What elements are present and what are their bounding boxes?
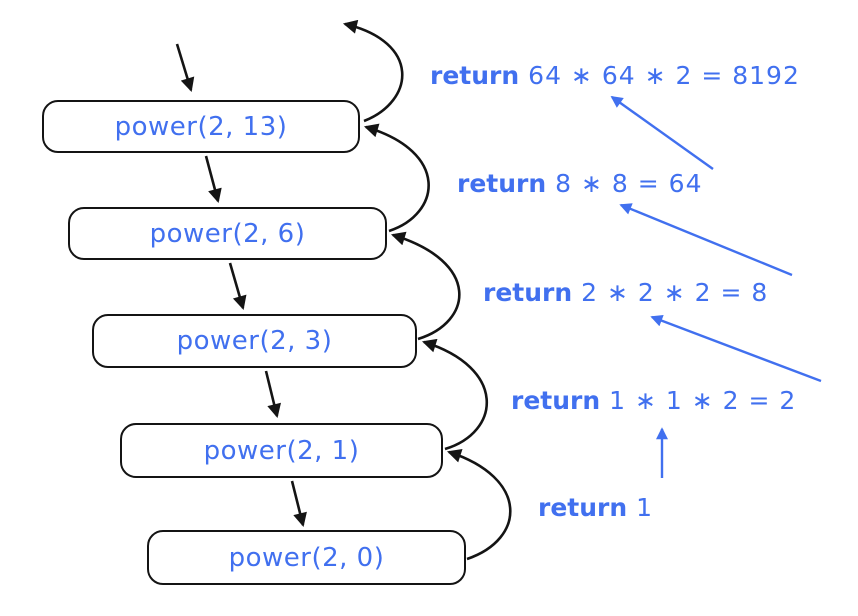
return-curve-6-to-13 (363, 123, 430, 233)
entry-arrow (175, 43, 195, 93)
return-label-8192: return 64 ∗ 64 ∗ 2 = 8192 (430, 61, 800, 91)
call-arrow-13-to-6 (204, 155, 222, 204)
call-arrow-6-to-3 (228, 262, 247, 311)
return-curve-0-to-1 (446, 449, 512, 561)
call-box-label: power(2, 0) (228, 542, 385, 573)
call-box-power-2-6: power(2, 6) (68, 207, 387, 260)
return-label-2: return 1 ∗ 1 ∗ 2 = 2 (511, 386, 796, 416)
return-keyword: return (511, 386, 601, 415)
call-box-power-2-13: power(2, 13) (42, 100, 360, 153)
return-label-64: return 8 ∗ 8 = 64 (457, 169, 702, 199)
return-curve-3-to-6 (390, 231, 461, 341)
value-arrow-2-to-8 (650, 315, 822, 383)
return-expression: 2 ∗ 2 ∗ 2 = 8 (581, 278, 769, 307)
return-expression: 1 (636, 493, 654, 522)
return-expression: 1 ∗ 1 ∗ 2 = 2 (609, 386, 797, 415)
return-curve-1-to-3 (421, 338, 489, 451)
call-box-power-2-0: power(2, 0) (147, 530, 466, 585)
return-curve-top (342, 19, 404, 123)
value-arrow-8-to-64 (619, 203, 793, 277)
call-box-power-2-3: power(2, 3) (92, 314, 417, 368)
return-label-8: return 2 ∗ 2 ∗ 2 = 8 (483, 278, 768, 308)
call-box-label: power(2, 1) (203, 435, 360, 466)
return-keyword: return (538, 493, 628, 522)
call-box-label: power(2, 6) (149, 218, 306, 249)
call-arrow-3-to-1 (264, 370, 281, 419)
call-arrow-1-to-0 (290, 480, 307, 528)
return-keyword: return (483, 278, 573, 307)
return-keyword: return (430, 61, 520, 90)
return-keyword: return (457, 169, 547, 198)
value-arrow-64-to-8192 (610, 95, 714, 170)
call-box-power-2-1: power(2, 1) (120, 423, 443, 478)
return-label-1: return 1 (538, 493, 653, 523)
return-expression: 64 ∗ 64 ∗ 2 = 8192 (528, 61, 800, 90)
return-expression: 8 ∗ 8 = 64 (555, 169, 703, 198)
call-box-label: power(2, 3) (176, 326, 333, 356)
call-box-label: power(2, 13) (114, 111, 288, 142)
